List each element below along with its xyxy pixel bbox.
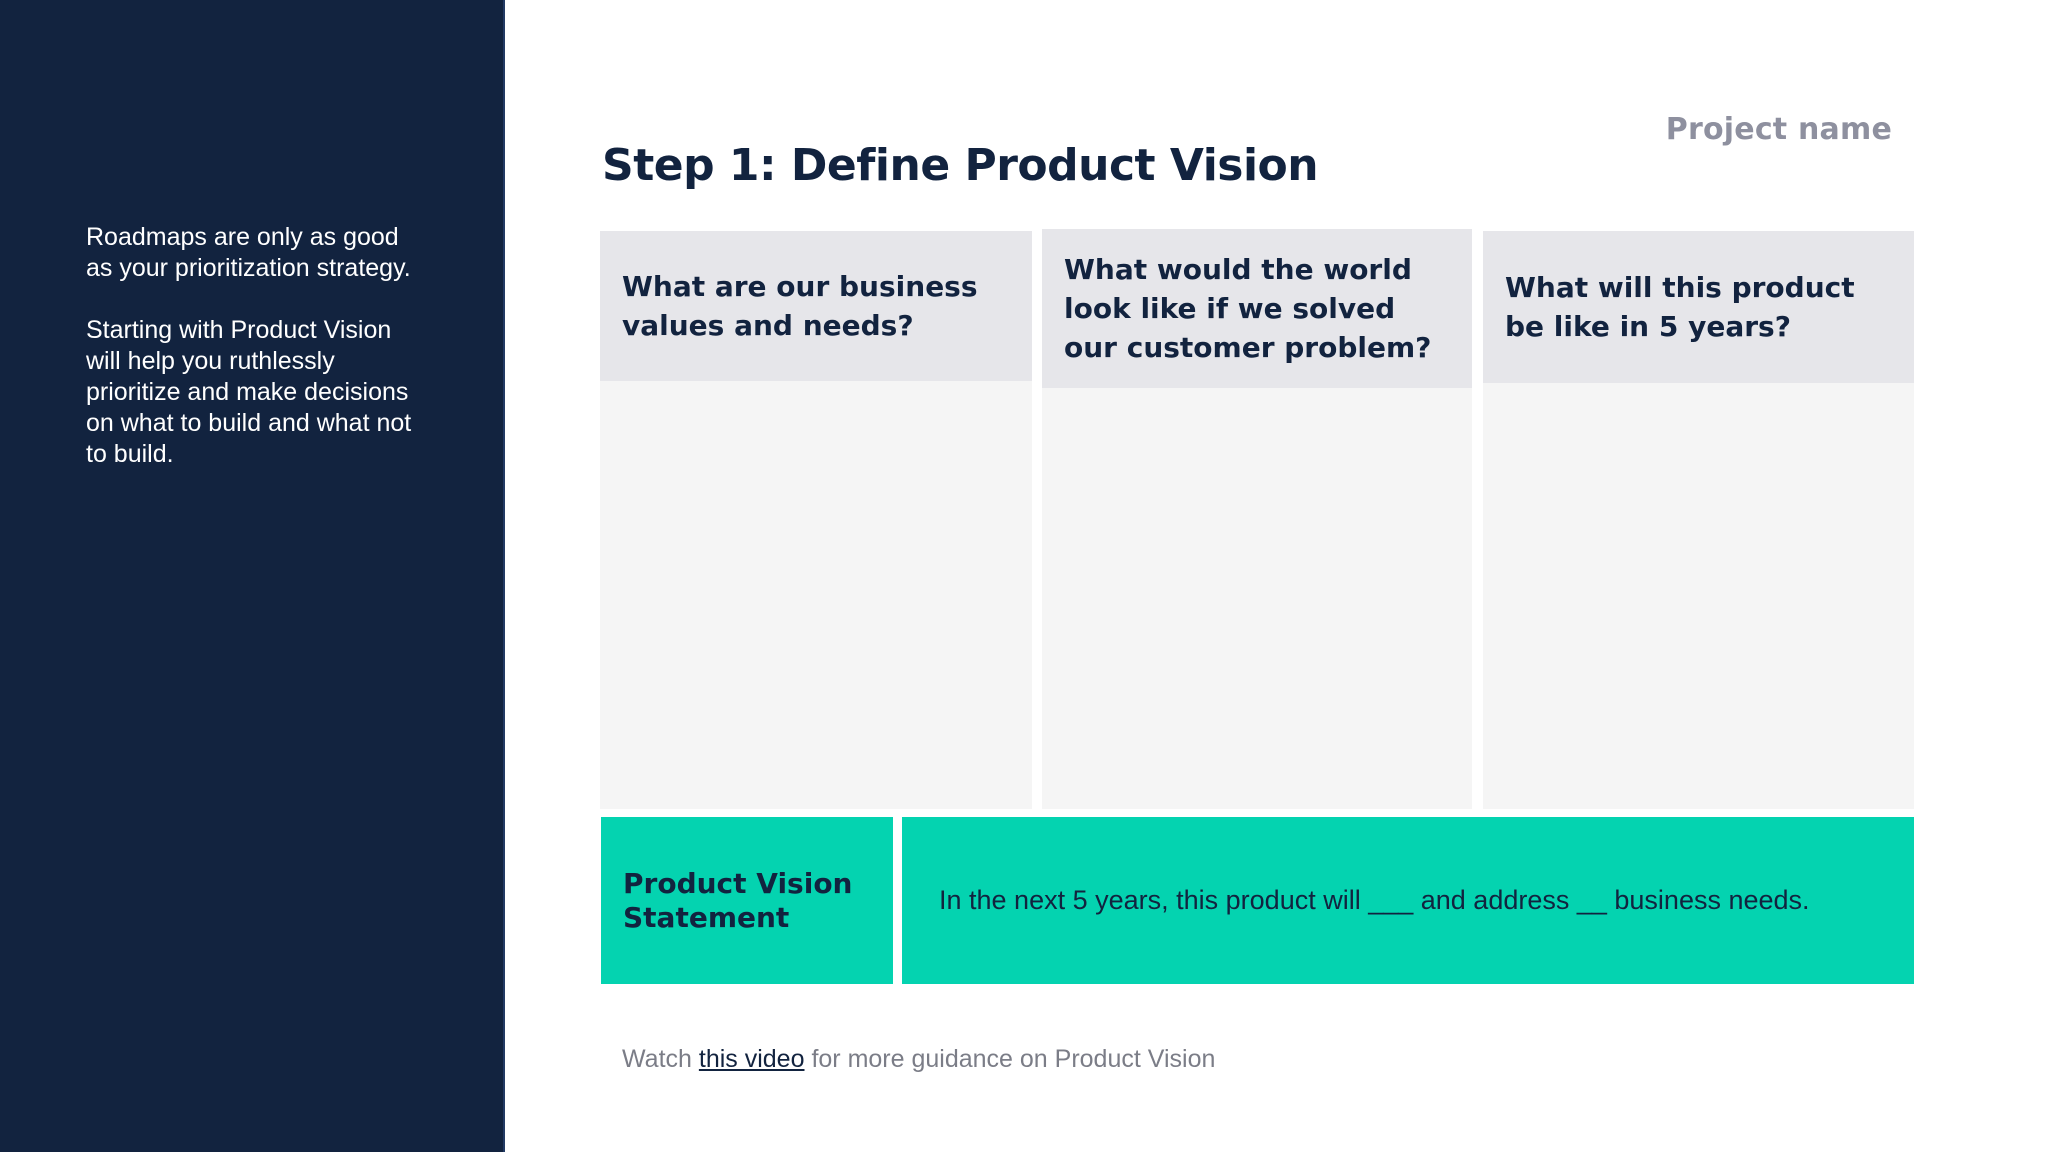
project-name[interactable]: Project name	[1665, 112, 1892, 147]
sidebar-description: Roadmaps are only as good as your priori…	[86, 222, 431, 501]
column-question: What are our business values and needs?	[622, 270, 978, 342]
column-header-business-values: What are our business values and needs?	[600, 231, 1032, 381]
page-title: Step 1: Define Product Vision	[602, 140, 1319, 191]
footer-prefix: Watch	[622, 1045, 699, 1073]
footer-suffix: for more guidance on Product Vision	[804, 1045, 1216, 1073]
sidebar: Roadmaps are only as good as your priori…	[0, 0, 505, 1152]
column-input-product-future[interactable]	[1483, 383, 1914, 809]
column-header-world-solved: What would the world look like if we sol…	[1042, 229, 1472, 388]
product-vision-label-text: Product Vision Statement	[623, 866, 853, 934]
product-vision-statement[interactable]: In the next 5 years, this product will _…	[902, 817, 1914, 984]
column-question: What would the world look like if we sol…	[1064, 253, 1432, 364]
footer-note: Watch this video for more guidance on Pr…	[622, 1045, 1215, 1074]
column-input-world-solved[interactable]	[1042, 388, 1472, 809]
sidebar-paragraph-2: Starting with Product Vision will help y…	[86, 316, 412, 468]
product-vision-label: Product Vision Statement	[601, 817, 893, 984]
column-question: What will this product be like in 5 year…	[1505, 271, 1855, 343]
column-input-business-values[interactable]	[600, 381, 1032, 809]
column-header-product-future: What will this product be like in 5 year…	[1483, 231, 1914, 383]
product-vision-statement-text: In the next 5 years, this product will _…	[939, 885, 1810, 915]
video-link[interactable]: this video	[698, 1045, 805, 1073]
sidebar-paragraph-1: Roadmaps are only as good as your priori…	[86, 223, 411, 282]
